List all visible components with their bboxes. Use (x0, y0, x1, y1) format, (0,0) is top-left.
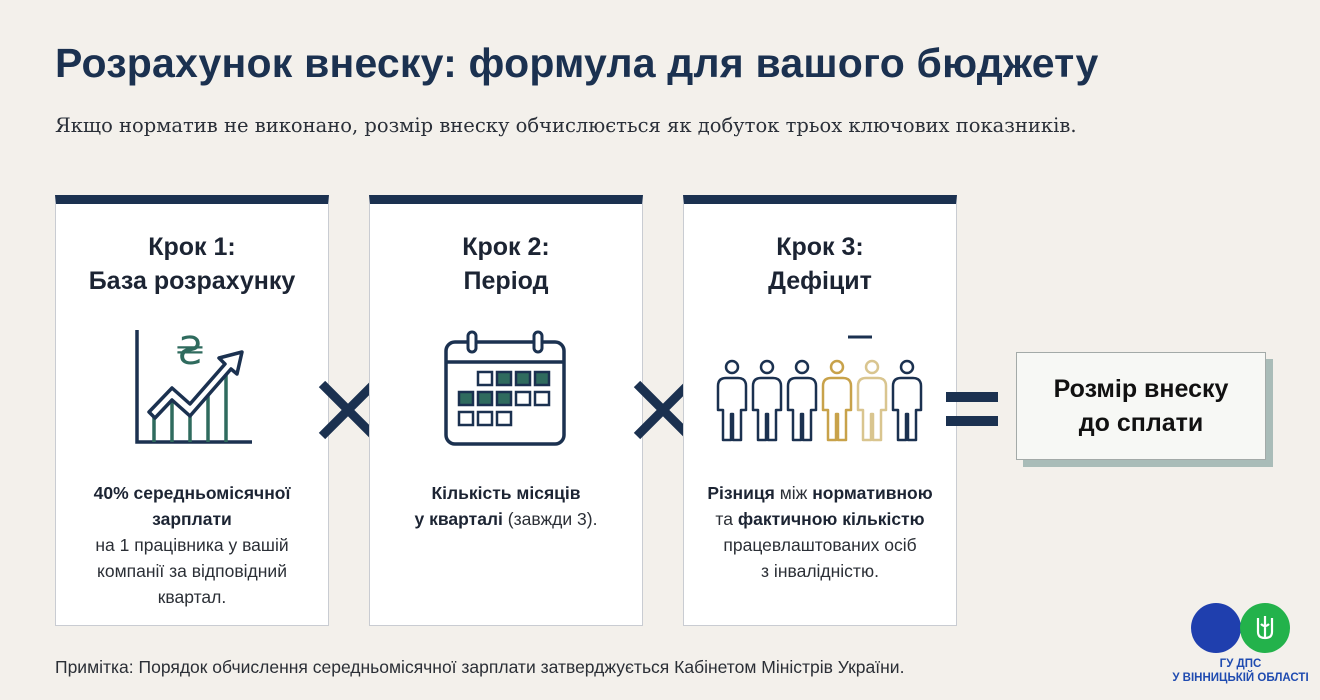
multiply-icon (318, 380, 378, 440)
step-title: Крок 3:Дефіцит (768, 233, 872, 295)
step-title: Крок 1:База розрахунку (88, 233, 296, 295)
step-card-1: Крок 1:База розрахунку ₴ 40% середньоміс… (55, 195, 329, 626)
step-description: Різниця між нормативною та фактичною кіл… (707, 483, 933, 581)
person-icon (821, 359, 853, 442)
svg-text:₴: ₴ (175, 329, 204, 373)
logo-line1: ГУ ДПС (1219, 658, 1262, 670)
footnote: Примітка: Порядок обчислення середньоміс… (55, 657, 905, 677)
equals-icon (946, 392, 998, 426)
person-icon (856, 359, 888, 442)
trident-icon (1240, 603, 1290, 653)
logo-line2: У ВІННИЦЬКІЙ ОБЛАСТІ (1172, 672, 1309, 684)
page-title: Розрахунок внеску: формула для вашого бю… (55, 40, 1099, 86)
page-subtitle: Якщо норматив не виконано, розмір внеску… (55, 114, 1077, 137)
logo-blue-circle (1191, 603, 1241, 653)
calendar-icon (370, 322, 642, 452)
person-icon (751, 359, 783, 442)
step-title: Крок 2:Період (462, 233, 550, 295)
person-icon (891, 359, 923, 442)
person-icon (716, 359, 748, 442)
person-icon (786, 359, 818, 442)
step-card-3: Крок 3:Дефіцит Різниця між нормативною т… (683, 195, 957, 626)
people-deficit-icon (684, 322, 956, 452)
salary-growth-chart-icon: ₴ (56, 322, 328, 452)
